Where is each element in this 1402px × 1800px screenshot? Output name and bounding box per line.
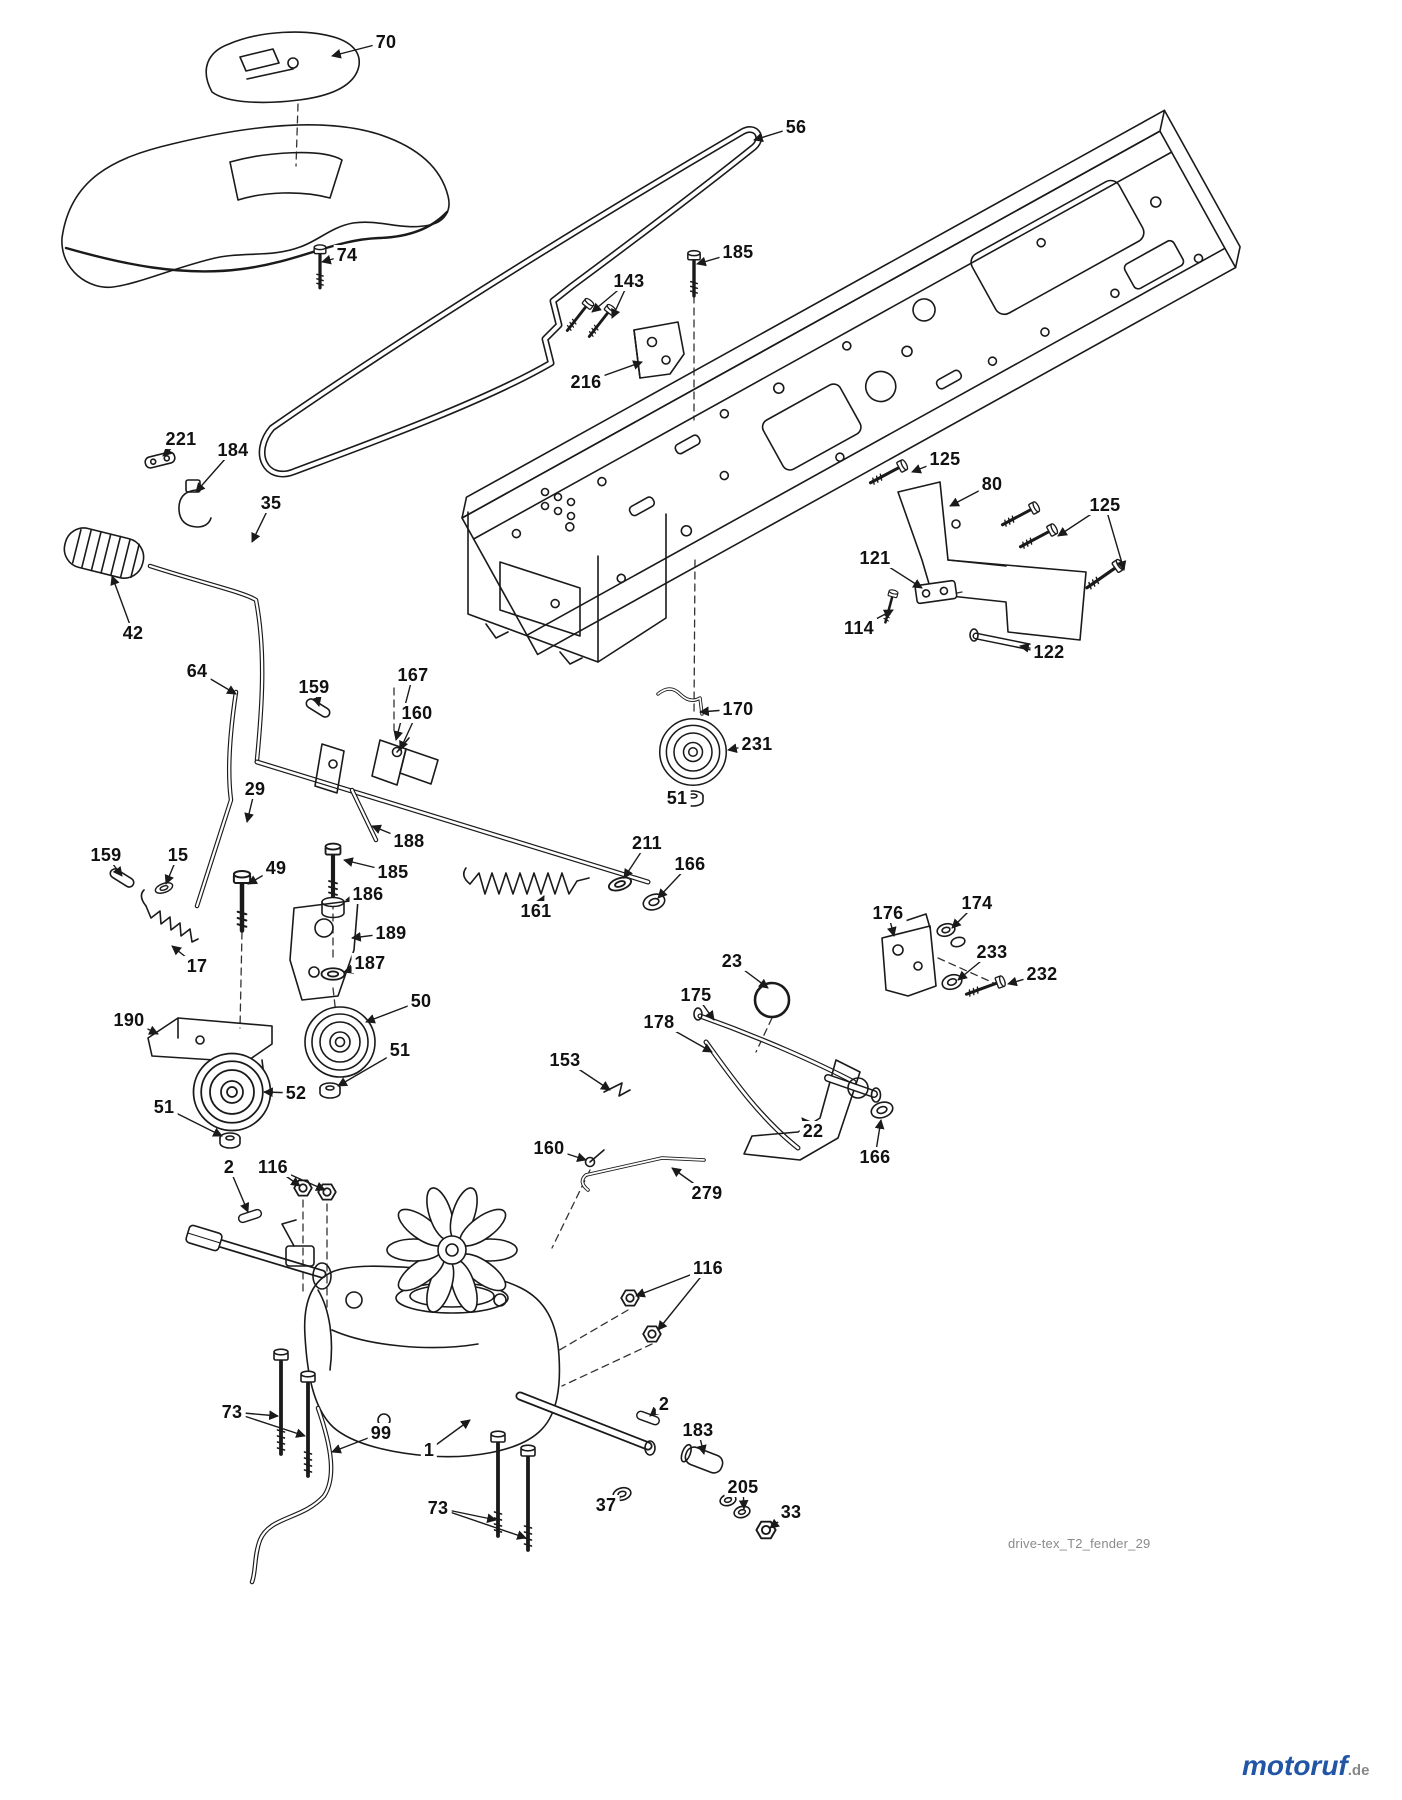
part-label-221: 221 xyxy=(162,429,200,449)
part-label-188: 188 xyxy=(390,831,428,851)
part-label-166: 166 xyxy=(856,1147,894,1167)
shift-lever-group xyxy=(63,451,265,909)
transaxle-group xyxy=(185,1179,777,1585)
part-label-233: 233 xyxy=(973,942,1011,962)
part-label-2: 2 xyxy=(220,1157,238,1177)
part-label-37: 37 xyxy=(592,1495,620,1515)
part-label-189: 189 xyxy=(372,923,410,943)
cooling-fan xyxy=(386,1187,518,1313)
part-label-143: 143 xyxy=(610,271,648,291)
part-label-211: 211 xyxy=(629,833,665,853)
part-label-166: 166 xyxy=(671,854,709,874)
part-label-159: 159 xyxy=(295,677,333,697)
part-label-56: 56 xyxy=(782,117,810,137)
part-label-205: 205 xyxy=(724,1477,762,1497)
part-label-114: 114 xyxy=(841,618,877,638)
part-label-50: 50 xyxy=(407,991,435,1011)
part-label-116: 116 xyxy=(255,1157,291,1177)
leader-line-125 xyxy=(1104,504,1127,571)
fender-panel xyxy=(61,124,450,289)
part-label-64: 64 xyxy=(183,661,211,681)
part-label-183: 183 xyxy=(679,1420,717,1440)
part-label-121: 121 xyxy=(856,548,894,568)
part-label-279: 279 xyxy=(688,1183,726,1203)
leader-line-116 xyxy=(657,1267,709,1331)
part-label-51: 51 xyxy=(663,788,691,808)
part-label-160: 160 xyxy=(398,703,436,723)
part-label-49: 49 xyxy=(262,858,290,878)
part-label-231: 231 xyxy=(738,734,776,754)
part-label-232: 232 xyxy=(1023,964,1061,984)
part-label-29: 29 xyxy=(241,779,269,799)
part-label-186: 186 xyxy=(349,884,387,904)
motoruf-logo-tld: .de xyxy=(1347,1762,1370,1779)
part-label-73: 73 xyxy=(218,1402,246,1422)
clips-and-rod-group xyxy=(580,1082,706,1192)
part-label-17: 17 xyxy=(183,956,211,976)
part-label-167: 167 xyxy=(394,665,432,685)
top-hardware xyxy=(312,243,702,379)
drive-belt xyxy=(258,126,763,478)
part-label-190: 190 xyxy=(110,1010,148,1030)
part-label-99: 99 xyxy=(367,1423,395,1443)
part-label-170: 170 xyxy=(719,699,757,719)
part-label-116: 116 xyxy=(690,1258,726,1278)
idler-pulley-231 xyxy=(656,687,728,807)
part-label-15: 15 xyxy=(164,845,192,865)
part-label-51: 51 xyxy=(386,1040,414,1060)
part-label-161: 161 xyxy=(517,901,555,921)
part-label-74: 74 xyxy=(333,245,361,265)
drawing-code: drive-tex_T2_fender_29 xyxy=(1008,1536,1151,1551)
part-label-185: 185 xyxy=(374,862,412,882)
part-label-216: 216 xyxy=(567,372,605,392)
motoruf-logo[interactable]: motoruf.de xyxy=(1242,1750,1369,1782)
part-label-122: 122 xyxy=(1030,642,1068,662)
part-label-22: 22 xyxy=(799,1121,827,1141)
chassis-frame xyxy=(461,109,1241,665)
cross-shaft-group xyxy=(254,696,666,911)
part-label-42: 42 xyxy=(119,623,147,643)
part-label-2: 2 xyxy=(655,1394,673,1414)
part-label-80: 80 xyxy=(978,474,1006,494)
part-label-185: 185 xyxy=(719,242,757,262)
part-label-52: 52 xyxy=(282,1083,310,1103)
motoruf-logo-main: motoruf xyxy=(1242,1750,1348,1781)
part-label-153: 153 xyxy=(546,1050,584,1070)
part-label-1: 1 xyxy=(420,1440,438,1460)
part-label-178: 178 xyxy=(640,1012,678,1032)
part-label-73: 73 xyxy=(424,1498,452,1518)
pedal-linkage-group xyxy=(693,913,1008,1161)
part-label-23: 23 xyxy=(718,951,746,971)
part-label-51: 51 xyxy=(150,1097,178,1117)
part-label-159: 159 xyxy=(87,845,125,865)
part-label-174: 174 xyxy=(958,893,996,913)
part-label-70: 70 xyxy=(372,32,400,52)
part-label-187: 187 xyxy=(351,953,389,973)
part-label-176: 176 xyxy=(869,903,907,923)
part-label-33: 33 xyxy=(777,1502,805,1522)
part-label-184: 184 xyxy=(214,440,252,460)
part-label-125: 125 xyxy=(926,449,964,469)
drive-pulleys-group xyxy=(147,1006,376,1149)
part-label-125: 125 xyxy=(1086,495,1124,515)
part-label-35: 35 xyxy=(257,493,285,513)
part-label-160: 160 xyxy=(530,1138,568,1158)
part-label-175: 175 xyxy=(677,985,715,1005)
leader-line-73 xyxy=(437,1507,527,1540)
